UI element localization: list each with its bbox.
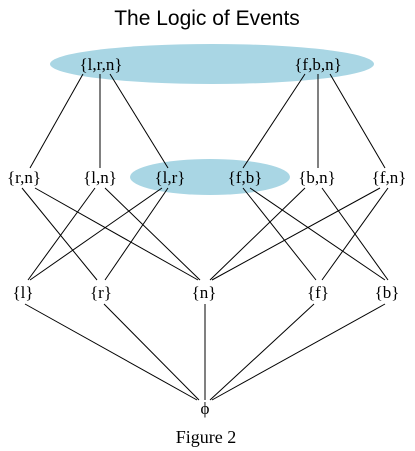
node-r: {r} — [90, 283, 112, 302]
node-labels: {l,r,n} {f,b,n} {r,n} {l,n} {l,r} {f,b} … — [7, 55, 406, 418]
diagram-title: The Logic of Events — [114, 7, 300, 30]
edge-lr-r — [104, 187, 169, 281]
edge-f-empty — [209, 303, 315, 401]
edge-fbn-fb — [242, 73, 306, 169]
edge-rn-n — [34, 187, 199, 281]
node-l-r: {l,r} — [155, 168, 186, 187]
node-l: {l} — [12, 283, 33, 302]
edge-fbn-fn — [329, 73, 386, 169]
edge-ln-l — [27, 187, 96, 281]
edges — [21, 73, 389, 401]
edge-fn-f — [321, 187, 389, 281]
edge-lr-l — [29, 187, 163, 281]
top-highlight-ellipse — [50, 44, 374, 84]
edge-l-empty — [24, 303, 198, 401]
edge-lrn-lr — [109, 73, 169, 169]
edge-lrn-rn — [29, 73, 84, 169]
edge-r-empty — [103, 303, 200, 401]
edge-fb-b — [249, 187, 386, 281]
edge-fn-n — [211, 187, 381, 281]
figure-caption: Figure 2 — [176, 427, 237, 447]
node-f-b-n: {f,b,n} — [294, 55, 341, 74]
edge-fb-f — [242, 187, 317, 281]
middle-highlight-ellipse — [130, 159, 290, 195]
node-f-n: {f,n} — [372, 168, 407, 187]
edge-bn-n — [209, 187, 306, 281]
node-f-b: {f,b} — [228, 168, 263, 187]
node-b: {b} — [375, 283, 400, 302]
node-b-n: {b,n} — [298, 168, 336, 187]
edge-rn-r — [21, 187, 98, 281]
node-f: {f} — [307, 283, 329, 302]
node-empty-set: ϕ — [201, 399, 210, 418]
node-l-r-n: {l,r,n} — [79, 55, 122, 74]
node-r-n: {r,n} — [7, 168, 41, 187]
node-l-n: {l,n} — [83, 168, 117, 187]
edge-b-empty — [211, 303, 386, 401]
edge-ln-n — [104, 187, 201, 281]
node-n: {n} — [192, 283, 217, 302]
